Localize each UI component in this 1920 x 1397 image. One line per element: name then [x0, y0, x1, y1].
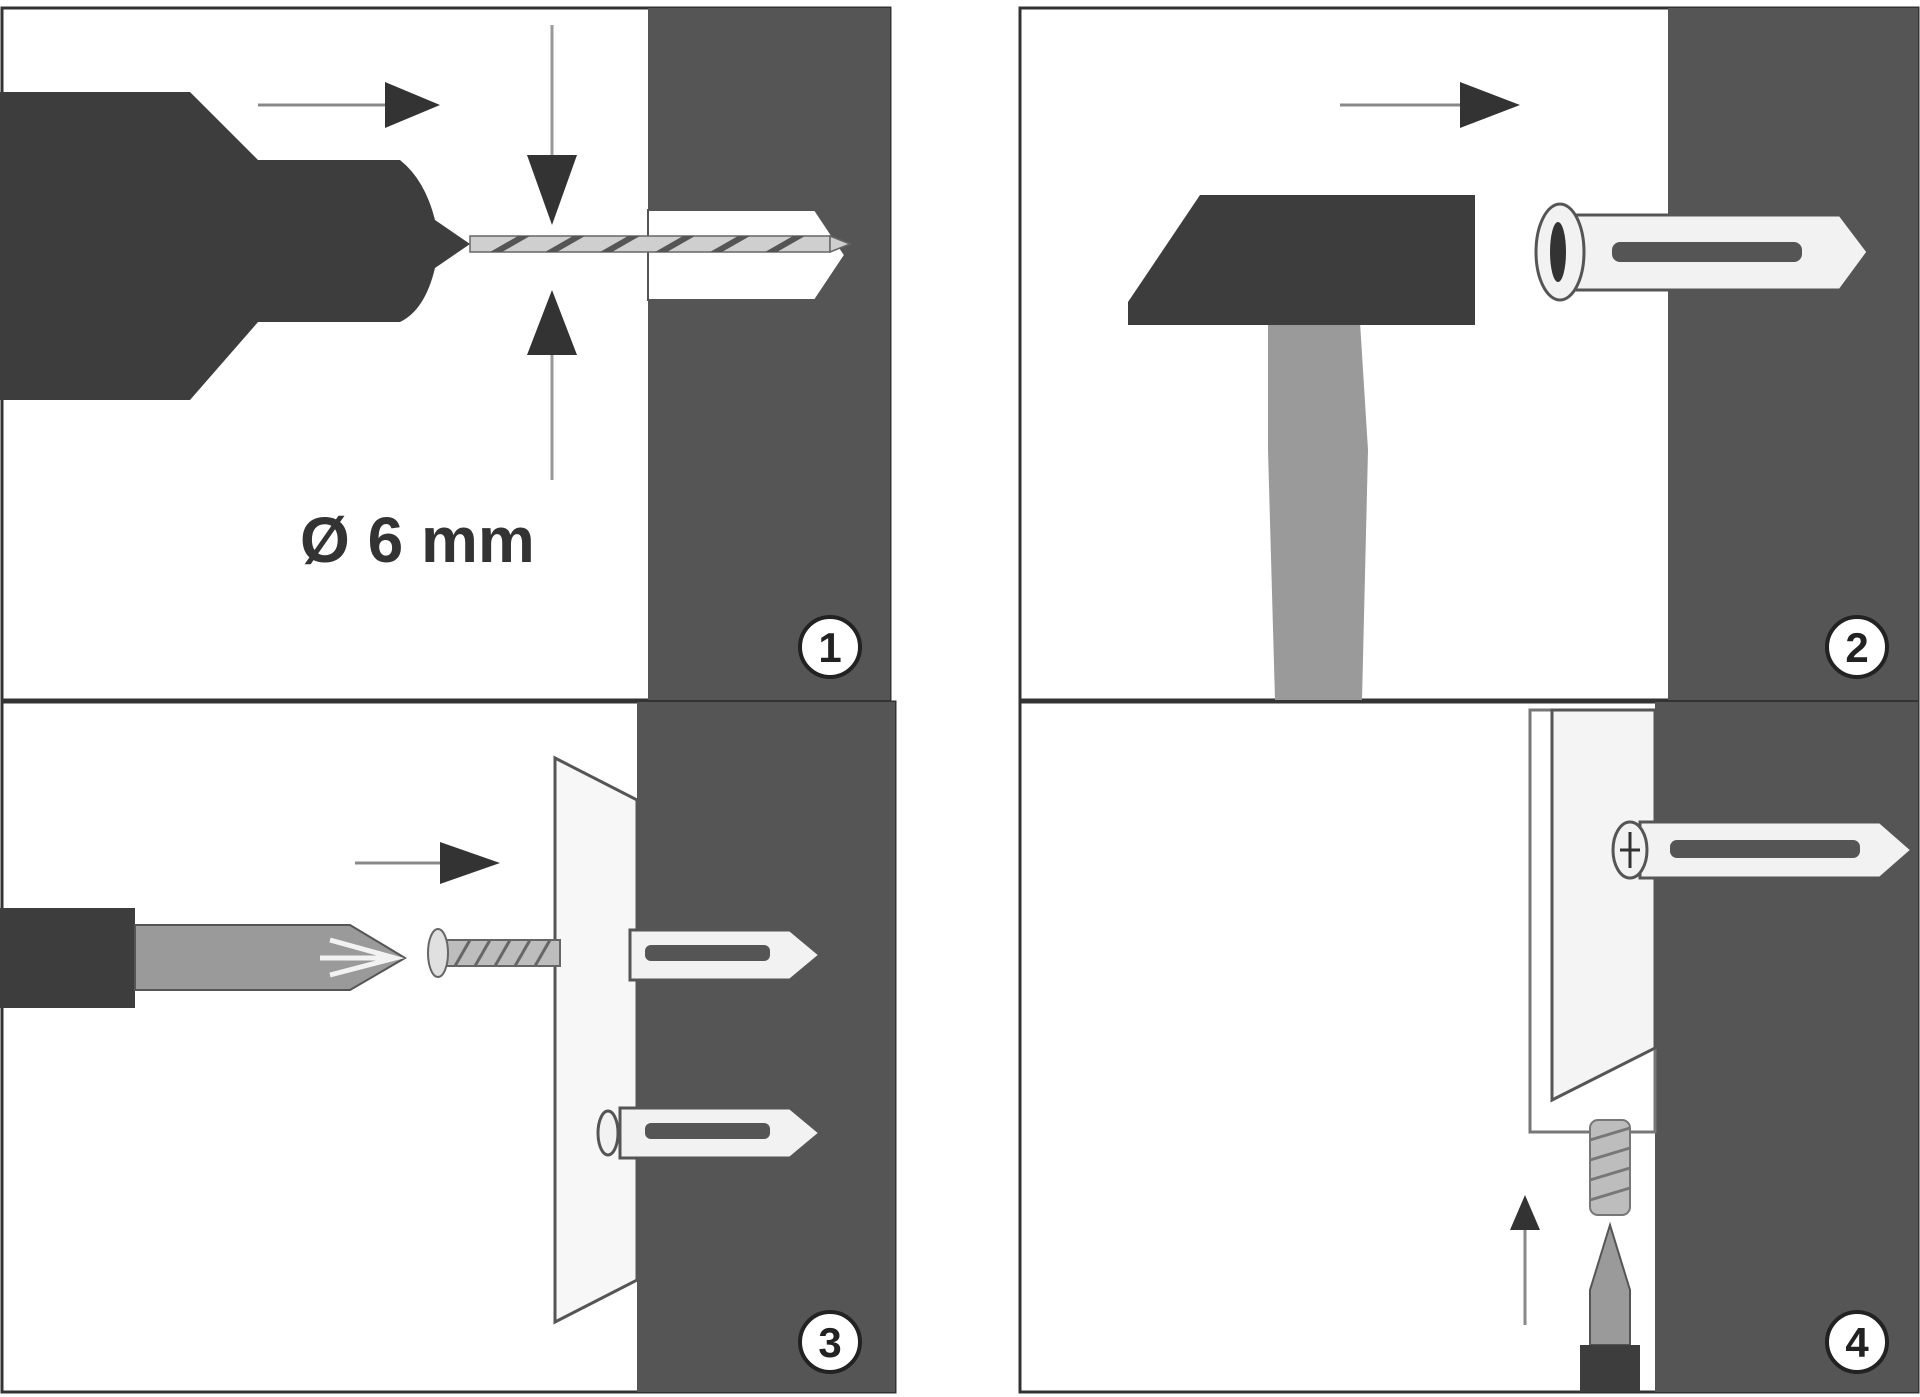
step-badge-1: 1 [798, 615, 862, 679]
screwdriver [1580, 1221, 1640, 1392]
diameter-label: Ø 6 mm [300, 504, 535, 576]
hammer-handle [1268, 322, 1368, 700]
wall-plug-mounted [1611, 820, 1915, 880]
panel-4-fix: 4 [1018, 700, 1920, 1394]
step-badge-4: 4 [1825, 1310, 1889, 1374]
screwdriver-shaft [1589, 1221, 1631, 1346]
wall [1668, 8, 1918, 700]
wall-plug [1534, 202, 1870, 302]
direction-arrow [1510, 1195, 1540, 1325]
screw [427, 928, 561, 978]
wall [648, 8, 890, 700]
step-badge-2: 2 [1825, 615, 1889, 679]
diameter-indicator [527, 25, 577, 480]
phillips-tip [320, 937, 405, 978]
direction-arrow [1340, 82, 1520, 128]
hammer-head [1128, 195, 1475, 325]
mounting-bracket [553, 755, 639, 1325]
wall-plug-lower [596, 1106, 823, 1160]
step-badge-3: 3 [798, 1310, 862, 1374]
screw [1589, 1119, 1631, 1216]
wall [1655, 702, 1918, 1392]
drill-bit-flutes [490, 236, 805, 252]
step-number: 2 [1845, 624, 1868, 671]
drill-body [0, 92, 470, 400]
drilled-hole [647, 209, 847, 301]
wall-plug-upper [628, 928, 823, 982]
screwdriver-handle [1580, 1345, 1640, 1392]
direction-arrow [258, 82, 440, 128]
panel-3-screw: 3 [0, 700, 897, 1394]
step-number: 3 [818, 1319, 841, 1366]
step-number: 1 [818, 624, 841, 671]
panel-1-drill: Ø 6 mm 1 [0, 6, 892, 702]
screwdriver-handle [0, 908, 135, 1008]
screwdriver [0, 908, 407, 1008]
hammer [1128, 195, 1475, 700]
bracket-flange [1550, 708, 1657, 1103]
panel-2-hammer: 2 [1018, 6, 1920, 702]
drill-bit-tip [829, 234, 853, 254]
wall [637, 702, 895, 1392]
direction-arrow [355, 842, 500, 884]
step-number: 4 [1845, 1319, 1869, 1366]
